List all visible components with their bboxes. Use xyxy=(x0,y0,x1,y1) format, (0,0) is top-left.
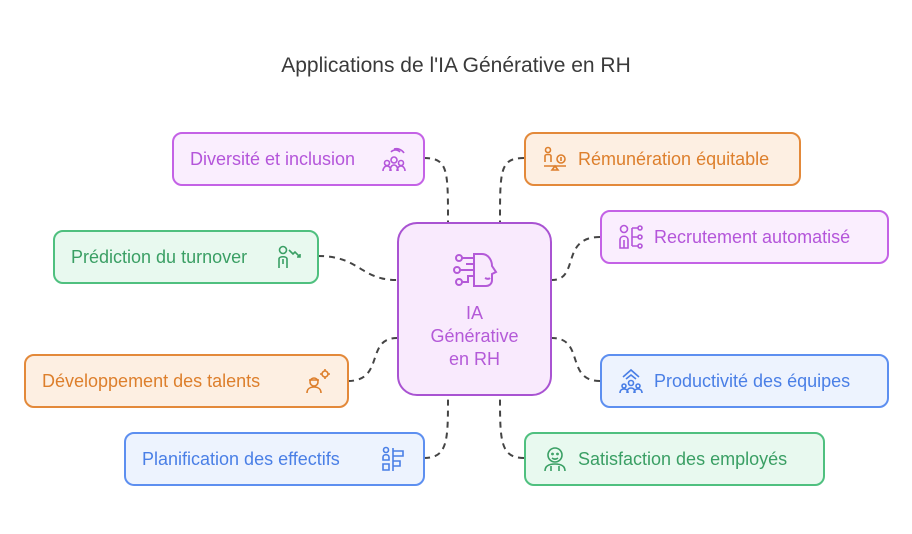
central-topic-line2: Générative xyxy=(430,325,519,346)
node-productivite[interactable]: Productivité des équipes xyxy=(600,354,889,408)
node-label: Planification des effectifs xyxy=(142,448,340,469)
salary-balance-icon xyxy=(544,146,566,171)
node-label: Prédiction du turnover xyxy=(71,246,248,267)
person-trend-icon xyxy=(278,245,301,268)
central-topic-line3: en RH xyxy=(448,348,501,369)
connector-prediction xyxy=(317,255,398,281)
node-developpement[interactable]: Développement des talents xyxy=(24,354,349,408)
node-label: Satisfaction des employés xyxy=(578,448,788,469)
central-topic[interactable]: IA Générative en RH xyxy=(397,222,552,396)
node-satisfaction[interactable]: Satisfaction des employés xyxy=(524,432,825,486)
node-diversite[interactable]: Diversité et inclusion xyxy=(172,132,425,186)
team-growth-icon xyxy=(619,368,643,394)
node-label: Rémunération équitable xyxy=(578,148,770,169)
workforce-plan-icon xyxy=(382,446,404,471)
connector-remuneration xyxy=(499,157,525,223)
node-label: Diversité et inclusion xyxy=(190,148,356,169)
connector-diversite xyxy=(423,157,449,223)
node-label: Productivité des équipes xyxy=(654,370,851,391)
node-planification[interactable]: Planification des effectifs xyxy=(124,432,425,486)
node-recrutement[interactable]: Recrutement automatisé xyxy=(600,210,889,264)
node-prediction[interactable]: Prédiction du turnover xyxy=(53,230,319,284)
ai-head-icon xyxy=(452,252,497,287)
node-remuneration[interactable]: Rémunération équitable xyxy=(524,132,801,186)
diversity-people-icon xyxy=(382,147,406,172)
satisfied-employee-icon xyxy=(544,447,566,472)
node-label: Recrutement automatisé xyxy=(654,226,851,247)
worker-gear-icon xyxy=(306,369,330,394)
connector-satisfaction xyxy=(499,395,525,459)
connector-planification xyxy=(423,395,449,459)
node-label: Développement des talents xyxy=(42,370,261,391)
connector-developpement xyxy=(347,337,398,382)
recruit-network-icon xyxy=(619,224,643,249)
connector-recrutement xyxy=(551,236,601,281)
connector-productivite xyxy=(551,337,601,382)
central-topic-line1: IA xyxy=(465,302,483,323)
diagram-title: Applications de l'IA Générative en RH xyxy=(281,54,631,77)
